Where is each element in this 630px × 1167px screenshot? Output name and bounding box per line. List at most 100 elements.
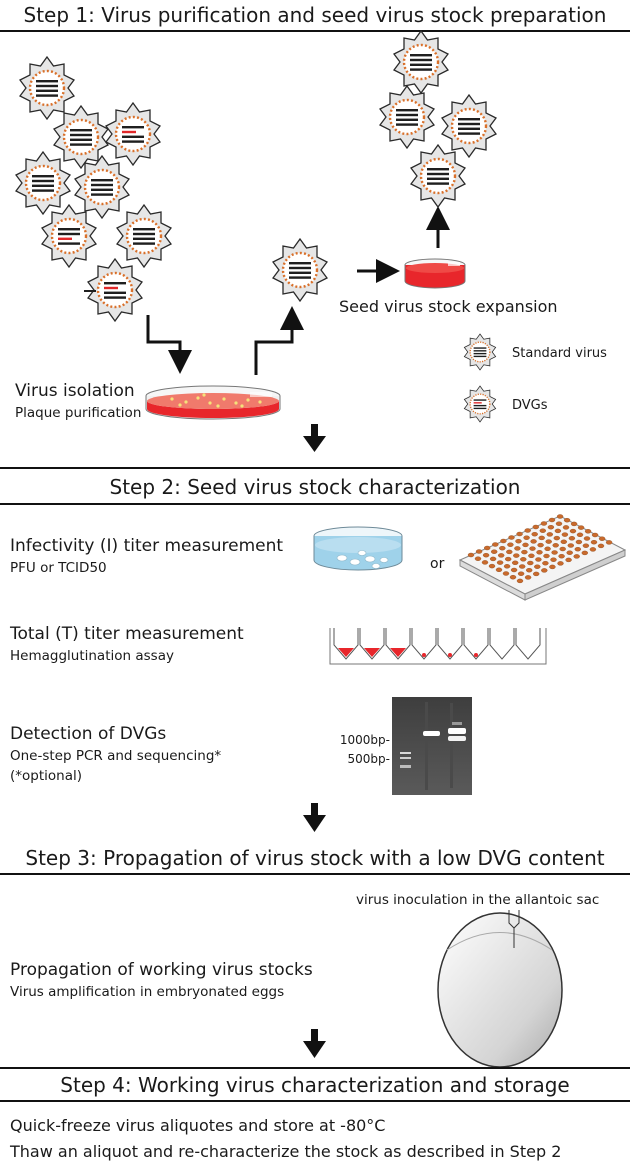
plate-well — [538, 535, 545, 541]
virion-icon — [378, 84, 436, 150]
egg-icon — [437, 912, 563, 1068]
plate-well — [569, 528, 577, 534]
plate-well — [547, 525, 555, 530]
plate-well — [589, 547, 597, 552]
plate-well — [539, 528, 546, 533]
plaque-dish-icon — [313, 526, 403, 571]
plate-well — [581, 550, 588, 556]
plate-well — [508, 535, 515, 540]
virion-icon — [392, 29, 450, 95]
plate-well — [552, 543, 559, 548]
plate-well — [495, 567, 503, 572]
plate-well — [514, 546, 521, 551]
propagation-subtitle: Virus amplification in embryonated eggs — [10, 984, 284, 1000]
propagation-title: Propagation of working virus stocks — [10, 960, 313, 980]
plate-well — [533, 571, 540, 577]
plate-well — [558, 554, 565, 559]
virion-icon — [115, 203, 173, 269]
petri-dish-icon — [404, 258, 466, 289]
plate-well — [524, 575, 532, 580]
virion-icon — [440, 93, 498, 159]
step4-section: Step 4: Working virus characterization a… — [0, 1067, 630, 1161]
plate-well — [516, 531, 523, 537]
plate-well — [565, 557, 572, 563]
plate-well — [520, 557, 527, 562]
plate-well — [528, 553, 535, 558]
plate-well — [529, 546, 536, 551]
plate-well — [510, 567, 518, 573]
plate-well — [570, 521, 578, 527]
plate-well — [523, 535, 530, 540]
ha-well — [515, 628, 541, 660]
isolation-title: Virus isolation — [15, 381, 135, 401]
plate-well — [605, 540, 613, 545]
plate-well — [555, 521, 563, 526]
step3-title: Step 3: Propagation of virus stock with … — [25, 846, 604, 870]
plate-well — [475, 549, 483, 554]
plate-well — [522, 542, 529, 548]
dvg-title: Detection of DVGs — [10, 724, 166, 744]
step4-line1: Quick-freeze virus aliquotes and store a… — [10, 1116, 385, 1135]
plate-well — [584, 529, 592, 534]
dvg-note: (*optional) — [10, 768, 82, 784]
plate-well — [509, 575, 517, 580]
ha-well — [437, 628, 463, 660]
plate-well — [544, 546, 551, 551]
virion-icon — [40, 203, 98, 269]
plate-well — [577, 525, 585, 530]
plate-well — [524, 528, 531, 533]
plate-well — [498, 553, 505, 558]
plate-well — [590, 540, 598, 545]
ha-pellet — [338, 648, 354, 657]
ha-button — [474, 653, 478, 657]
plate-well — [535, 557, 542, 562]
isolation-subtitle: Plaque purification — [15, 405, 141, 421]
plate-well — [506, 549, 513, 555]
arrow-to-purified — [254, 306, 304, 375]
plate-well — [554, 528, 562, 534]
plate-well — [540, 521, 548, 526]
legend-standard-label: Standard virus — [512, 346, 607, 361]
dvg-virus-icon — [463, 385, 497, 423]
total-title: Total (T) titer measurement — [9, 624, 244, 644]
plate-well — [503, 564, 511, 569]
step2-title: Step 2: Seed virus stock characterizatio… — [110, 475, 521, 499]
plate-well — [516, 578, 524, 584]
plate-well — [559, 546, 566, 552]
plate-well — [505, 556, 512, 562]
syringe-icon — [508, 910, 520, 948]
plate-well — [556, 514, 564, 519]
plate-well — [541, 568, 548, 573]
dvg-subtitle: One-step PCR and sequencing* — [10, 748, 221, 764]
plate-well — [488, 563, 496, 569]
plate-well — [492, 542, 499, 547]
ha-pellet — [390, 648, 406, 657]
step1-section: Step 1: Virus purification and seed viru… — [0, 3, 630, 452]
ha-well — [385, 628, 411, 660]
legend: Standard virus DVGs — [463, 333, 607, 423]
plate-well — [568, 536, 576, 541]
plate-well — [545, 539, 552, 544]
plate-well — [573, 554, 580, 559]
gel-icon — [392, 697, 472, 795]
plate-well — [482, 553, 490, 558]
plate-well — [515, 539, 522, 544]
step3-section: Step 3: Propagation of virus stock with … — [0, 846, 630, 1068]
plate-well — [530, 539, 537, 544]
virion-icon — [271, 237, 329, 303]
plate-well — [536, 550, 543, 555]
plate-well — [583, 536, 591, 541]
expansion-label: Seed virus stock expansion — [339, 297, 558, 316]
step2-section: Step 2: Seed virus stock characterizatio… — [0, 467, 630, 832]
plate-well — [557, 561, 564, 566]
plate-well — [491, 549, 498, 554]
plate-well — [566, 550, 573, 555]
plate-well — [507, 542, 514, 547]
plate-well — [576, 532, 584, 537]
plate-well — [562, 525, 570, 530]
gel-marker-500: 500bp- — [348, 752, 390, 766]
hemagglutination-plate-icon — [329, 628, 547, 665]
plate-well — [549, 564, 556, 570]
plate-well — [512, 560, 519, 565]
